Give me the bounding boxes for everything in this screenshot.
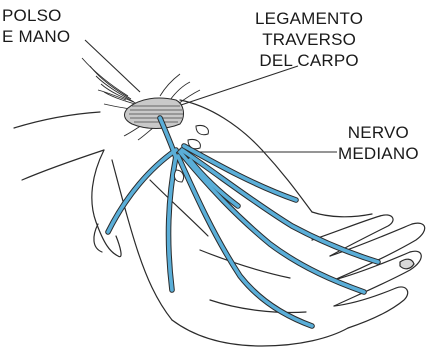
label-transverse-carpal-ligament: LEGAMENTO TRAVERSO DEL CARPO	[255, 8, 363, 71]
tendon-strands	[82, 58, 200, 140]
leader-line-ligament	[172, 66, 298, 108]
label-ligament-line-2: TRAVERSO	[255, 29, 363, 50]
transverse-carpal-ligament	[125, 98, 184, 128]
label-median-nerve: NERVO MEDIANO	[338, 122, 419, 164]
label-wrist-and-hand: POLSO E MANO	[2, 5, 70, 47]
leader-line-wrist	[85, 40, 140, 92]
label-wrist-and-hand-line-1: POLSO	[2, 5, 70, 26]
label-nerve-line-1: NERVO	[338, 122, 419, 143]
label-ligament-line-3: DEL CARPO	[255, 50, 363, 71]
label-nerve-line-2: MEDIANO	[338, 143, 419, 164]
label-ligament-line-1: LEGAMENTO	[255, 8, 363, 29]
label-wrist-and-hand-line-2: E MANO	[2, 26, 70, 47]
